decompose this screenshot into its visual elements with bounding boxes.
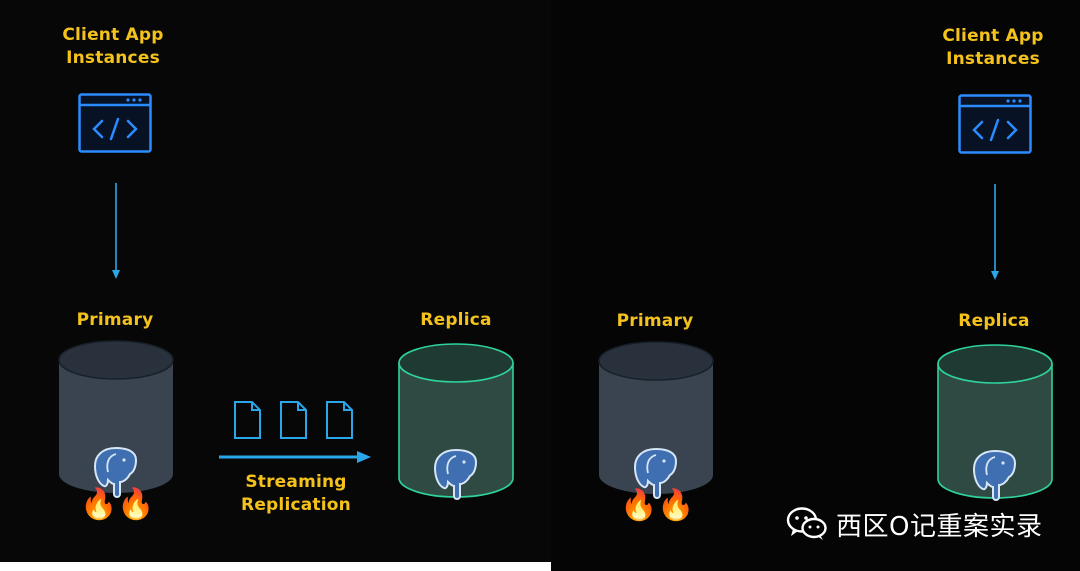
postgres-elephant-icon: [972, 449, 1017, 501]
postgres-elephant-icon: [633, 447, 678, 499]
document-icon: [234, 401, 261, 439]
wechat-icon: [786, 507, 827, 540]
code-window-icon: [958, 94, 1032, 154]
primary-database-right: [598, 341, 714, 499]
bottom-strip: [0, 562, 551, 571]
fire-icon: 🔥🔥: [620, 488, 695, 523]
document-icon: [326, 401, 353, 439]
watermark: 西区O记重案实录: [786, 504, 1042, 544]
postgres-elephant-icon: [433, 448, 478, 500]
fire-icon: 🔥🔥: [80, 487, 155, 522]
primary-label-right: Primary: [616, 311, 694, 331]
replica-database-right: [937, 344, 1053, 501]
client-app-label: Client App Instances: [43, 24, 183, 70]
postgres-elephant-icon: [93, 446, 138, 498]
streaming-label-line2: Replication: [241, 495, 351, 515]
streaming-label-line1: Streaming: [245, 472, 347, 492]
replica-database: [398, 343, 514, 500]
code-window-icon: [78, 93, 152, 153]
replica-label-right: Replica: [958, 311, 1030, 331]
client-to-replica-arrow: [991, 184, 999, 280]
client-to-primary-arrow: [112, 183, 120, 279]
client-app-label-line1: Client App: [62, 25, 164, 45]
watermark-text: 西区O记重案实录: [836, 511, 1043, 542]
client-app-label-line2: Instances: [66, 48, 160, 68]
client-app-label-right: Client App Instances: [923, 25, 1063, 71]
wal-documents: [234, 401, 353, 439]
document-icon: [280, 401, 307, 439]
replica-label: Replica: [420, 310, 492, 330]
client-app-label-right-line1: Client App: [942, 26, 1044, 46]
primary-database: [58, 340, 174, 498]
primary-label: Primary: [76, 310, 154, 330]
streaming-replication-arrow: [219, 451, 371, 463]
client-app-label-right-line2: Instances: [946, 49, 1040, 69]
streaming-replication-label: Streaming Replication: [226, 471, 366, 517]
